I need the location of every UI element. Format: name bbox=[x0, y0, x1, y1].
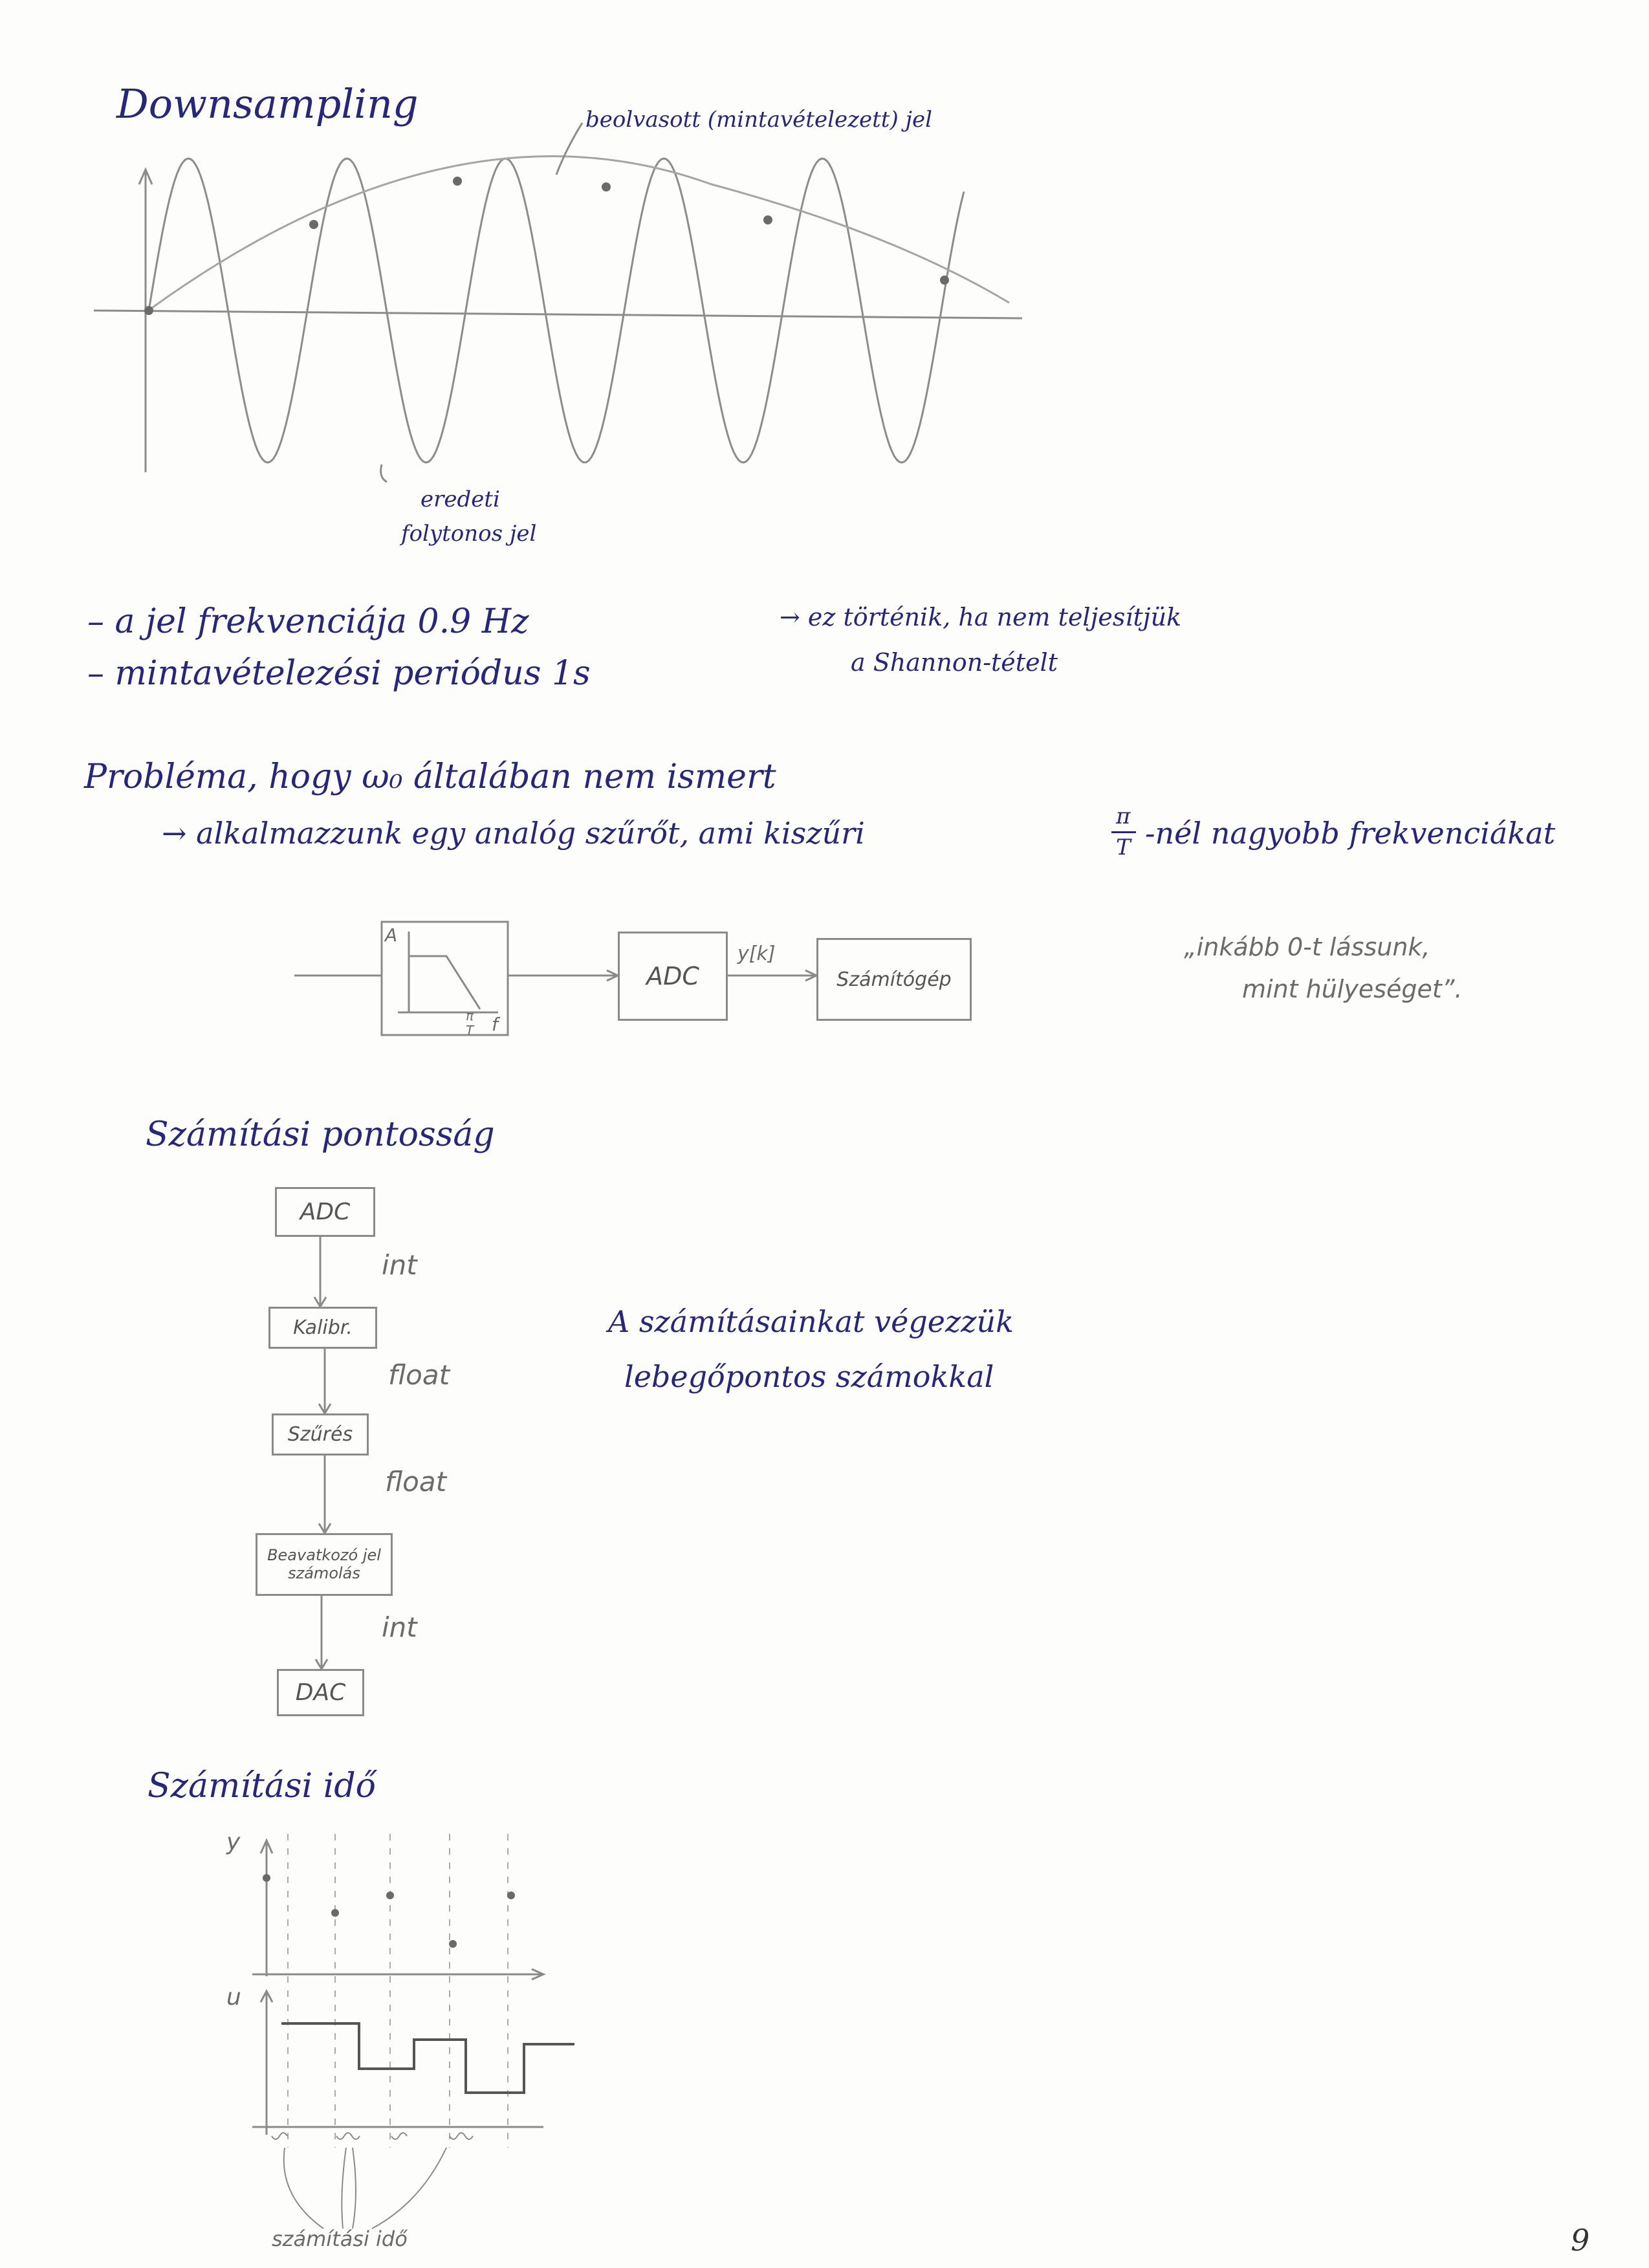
precision-flow-arrows bbox=[313, 1237, 332, 1671]
precision-box-dac: DAC bbox=[277, 1669, 364, 1716]
computation-time-plot bbox=[252, 1838, 546, 2135]
x-axis bbox=[93, 309, 1023, 320]
y-axis-label: y bbox=[226, 1829, 241, 1855]
sampled-signal-label: beolvasott (mintavételezett) jel bbox=[585, 107, 933, 133]
precision-box-adc-label: ADC bbox=[300, 1199, 351, 1225]
sample-points bbox=[144, 177, 949, 315]
problem-solution: → alkalmazzunk egy analóg szűrőt, ami ki… bbox=[162, 816, 865, 851]
filter-chain bbox=[294, 921, 819, 1036]
original-continuous-signal bbox=[147, 157, 965, 464]
precision-box-calibration-label: Kalibr. bbox=[293, 1316, 353, 1339]
analog-filter-box bbox=[380, 921, 509, 1036]
precision-note-line1: A számításainkat végezzük bbox=[608, 1304, 1014, 1339]
precision-box-calibration: Kalibr. bbox=[268, 1307, 377, 1349]
computation-time-caption: számítási idő bbox=[272, 2227, 408, 2251]
type-label-4: int bbox=[382, 1611, 417, 1643]
signal-yk-label: y[k] bbox=[737, 943, 776, 965]
original-signal-label-line2: folytonos jel bbox=[401, 521, 537, 547]
cutoff-fraction-denominator: T bbox=[1116, 834, 1131, 860]
filter-cutoff-denominator: T bbox=[466, 1023, 474, 1038]
downsampling-plot bbox=[93, 122, 1023, 483]
type-label-3: float bbox=[385, 1466, 447, 1498]
shannon-note-line2: a Shannon-tételt bbox=[851, 648, 1058, 677]
downsampling-title: Downsampling bbox=[116, 80, 419, 127]
original-signal-label-line1: eredeti bbox=[420, 486, 500, 512]
shannon-note-line1: → ez történik, ha nem teljesítjük bbox=[780, 603, 1182, 631]
filter-response bbox=[409, 955, 481, 1010]
cutoff-fraction-numerator: π bbox=[1116, 803, 1131, 829]
sampling-period-note: – mintavételezési periódus 1s bbox=[87, 654, 591, 693]
y-axis-arrow bbox=[138, 167, 153, 185]
precision-note-line2: lebegőpontos számokkal bbox=[624, 1359, 994, 1394]
computation-time-title: Számítási idő bbox=[147, 1767, 376, 1805]
type-label-1: int bbox=[382, 1249, 417, 1281]
sampled-label-pointer bbox=[555, 122, 584, 175]
cutoff-fraction-bar bbox=[1111, 831, 1136, 833]
filter-cutoff-numerator: π bbox=[466, 1008, 474, 1023]
computer-box: Számítógép bbox=[816, 938, 972, 1021]
precision-box-dac-label: DAC bbox=[295, 1679, 346, 1706]
problem-solution-end: -nél nagyobb frekvenciákat bbox=[1145, 816, 1556, 851]
precision-box-control-signal: Beavatkozó jel számolás bbox=[256, 1533, 393, 1596]
u-axis-label: u bbox=[226, 1984, 241, 2011]
precision-box-filtering-label: Szűrés bbox=[287, 1423, 353, 1446]
precision-title: Számítási pontosság bbox=[146, 1115, 495, 1154]
filter-quote-line2: mint hülyeséget”. bbox=[1242, 975, 1463, 1003]
signal-frequency-note: – a jel frekvenciája 0.9 Hz bbox=[87, 602, 529, 641]
filter-axis-f-label: f bbox=[492, 1014, 498, 1035]
filter-quote-line1: „inkább 0-t lássunk, bbox=[1184, 933, 1430, 961]
precision-box-control-signal-label: Beavatkozó jel számolás bbox=[267, 1545, 381, 1582]
filter-axis-a-label: A bbox=[385, 924, 398, 946]
computer-label: Számítógép bbox=[836, 968, 952, 991]
precision-box-adc: ADC bbox=[275, 1187, 375, 1237]
precision-box-filtering: Szűrés bbox=[272, 1413, 369, 1456]
original-label-pointer bbox=[380, 464, 388, 483]
problem-statement: Probléma, hogy ω₀ általában nem ismert bbox=[84, 758, 776, 796]
adc-label: ADC bbox=[646, 962, 699, 990]
adc-box: ADC bbox=[618, 932, 728, 1021]
page-number: 9 bbox=[1571, 2223, 1590, 2258]
computation-time-marks bbox=[271, 2132, 474, 2229]
type-label-2: float bbox=[388, 1359, 450, 1391]
sampled-signal bbox=[149, 155, 1010, 311]
output-samples bbox=[263, 1874, 515, 1948]
sample-instant-lines bbox=[287, 1834, 508, 2148]
control-signal-steps bbox=[281, 2022, 574, 2094]
